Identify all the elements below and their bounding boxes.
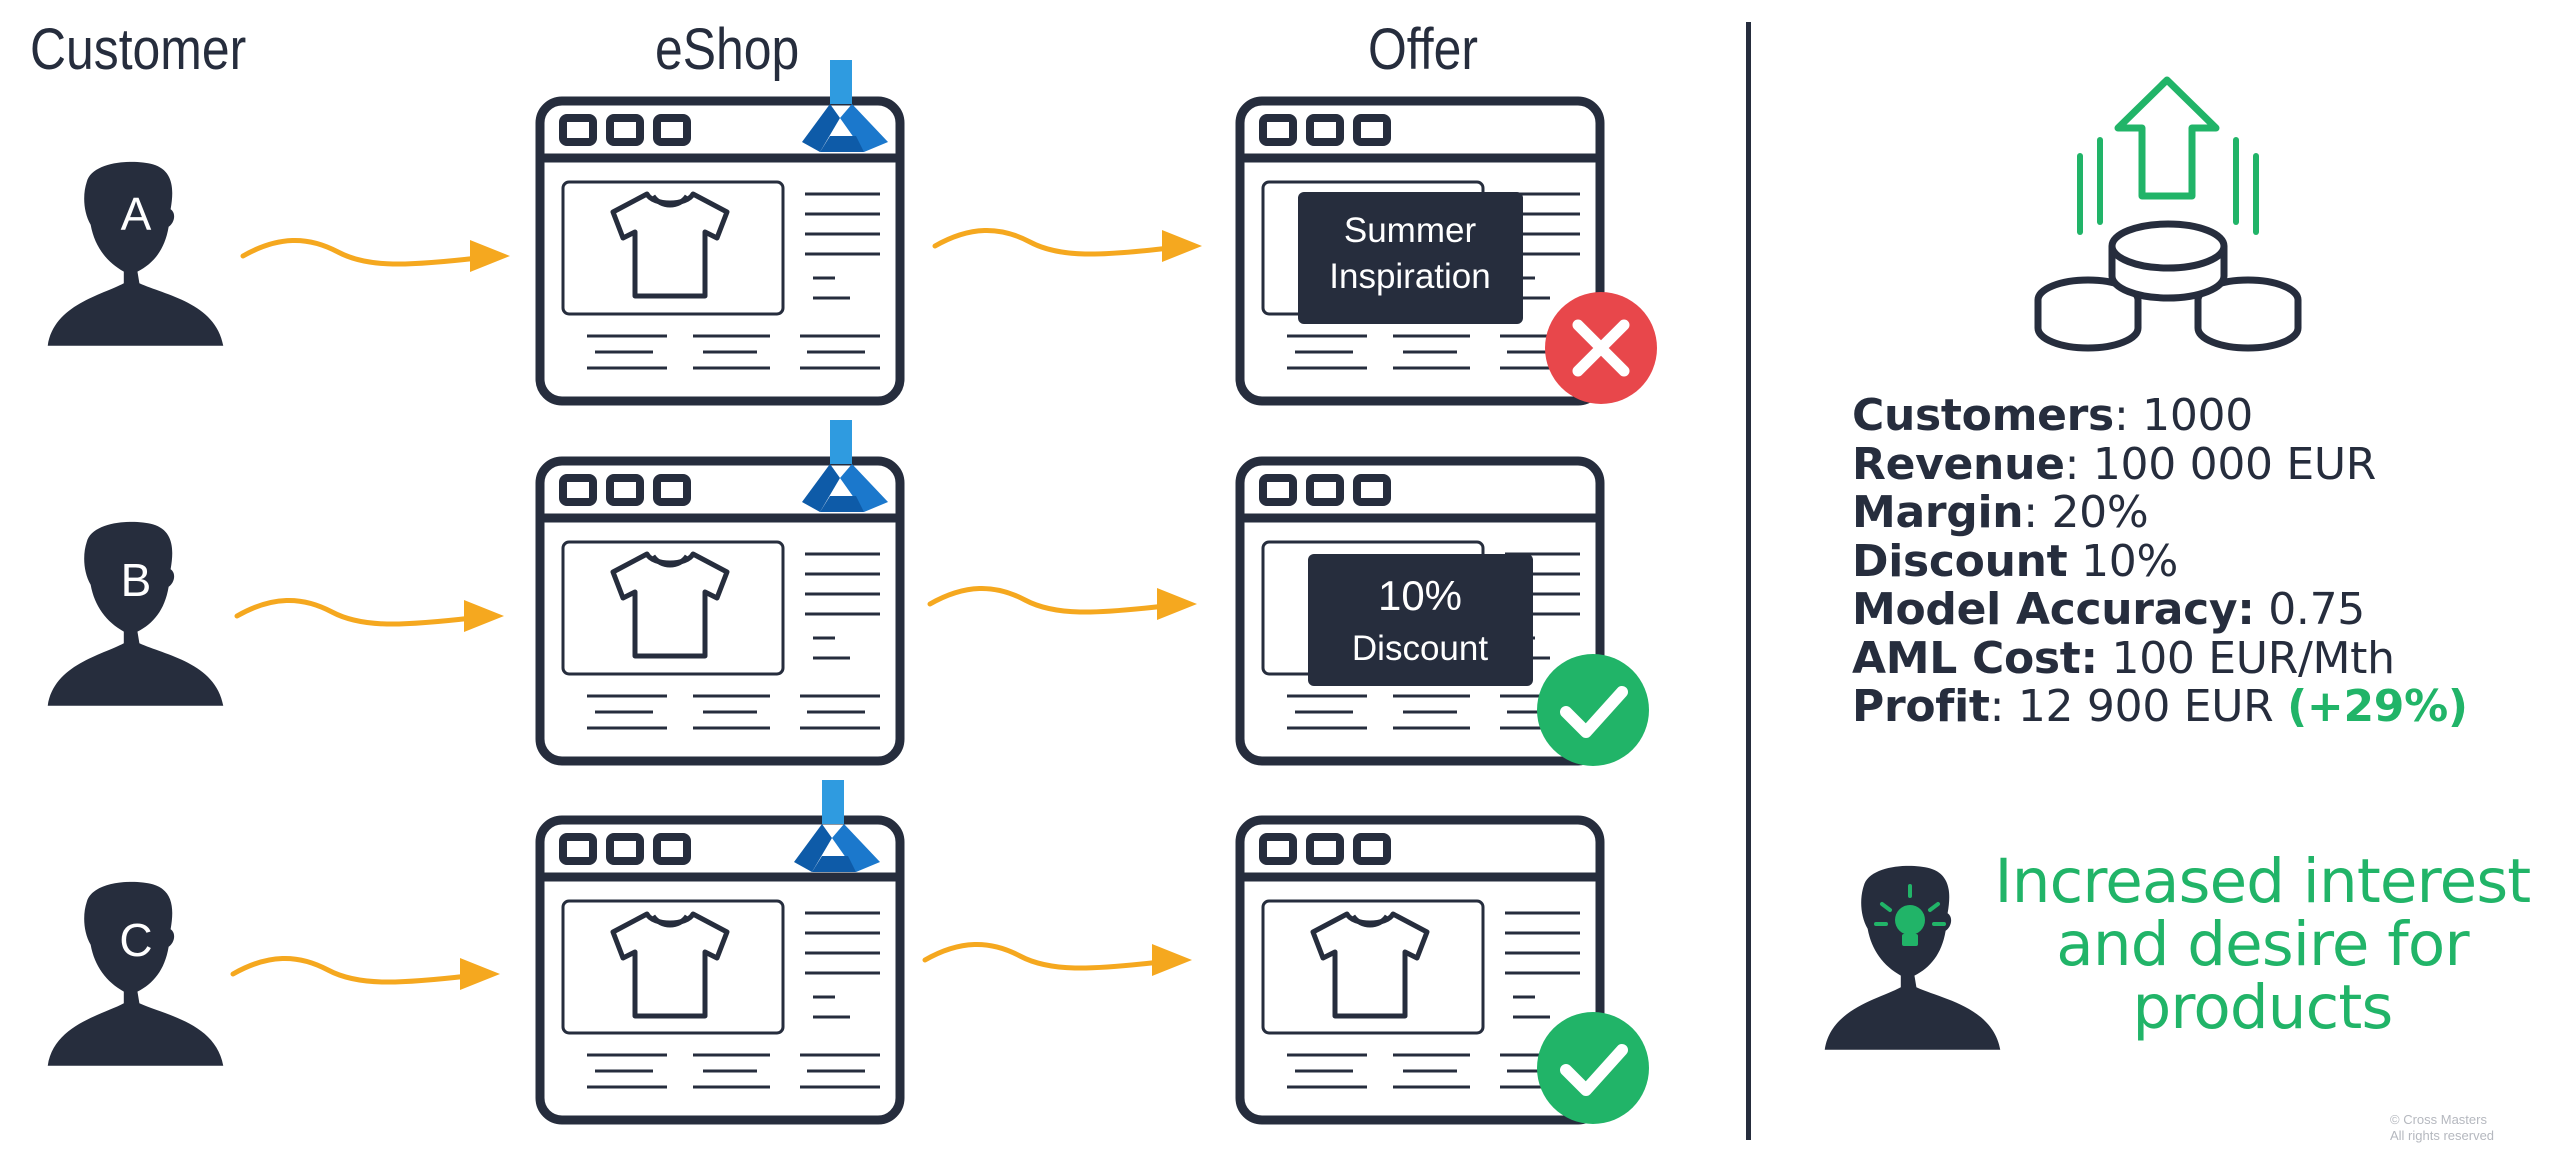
stat-accuracy-value: 0.75	[2254, 584, 2366, 635]
stat-discount-label: Discount	[1852, 535, 2068, 587]
red-x-circle-icon	[1545, 292, 1657, 404]
offer-popup-a-line2: Inspiration	[1329, 257, 1490, 296]
stat-revenue-value: : 100 000 EUR	[2064, 438, 2377, 490]
stat-aml-label: AML Cost:	[1852, 632, 2098, 684]
offer-popup-b-line2: Discount	[1352, 629, 1488, 668]
arrow-b-1	[237, 600, 504, 632]
arrow-c-2	[925, 944, 1192, 976]
customer-c-letter: C	[119, 914, 152, 966]
offer-popup-b-line1: 10%	[1378, 572, 1462, 619]
green-check-circle-icon	[1537, 654, 1649, 766]
row-b: B 10% Discount	[47, 420, 1649, 766]
stat-aml-value: 100 EUR/Mth	[2097, 632, 2395, 684]
copyright: © Cross Masters All rights reserved	[2390, 1112, 2494, 1144]
arrow-c-1	[233, 958, 500, 990]
lightbulb-person-icon	[1824, 865, 2001, 1050]
copyright-line2: All rights reserved	[2390, 1128, 2495, 1143]
offer-window-b: 10% Discount	[1240, 461, 1649, 766]
customer-c-icon	[47, 881, 224, 1066]
stat-margin-value: : 20%	[2023, 487, 2149, 538]
stat-customers-label: Customers	[1852, 390, 2114, 441]
green-check-circle-icon	[1537, 1012, 1649, 1124]
stat-profit-label: Profit	[1852, 681, 1990, 732]
tagline-line3: products	[2132, 972, 2394, 1043]
offer-popup-a-line1: Summer	[1344, 211, 1477, 250]
customer-b-letter: B	[121, 554, 152, 606]
stats-panel: Customers: 1000 Revenue: 100 000 EUR Mar…	[1852, 390, 2468, 732]
customer-b-icon	[47, 521, 224, 706]
header-offer: Offer	[1368, 17, 1478, 82]
stat-profit: Profit: 12 900 EUR (+29%)	[1852, 681, 2468, 732]
stat-revenue: Revenue: 100 000 EUR	[1852, 438, 2468, 490]
customer-a-letter: A	[121, 188, 152, 240]
eshop-window-b	[540, 420, 900, 761]
stat-accuracy-label: Model Accuracy:	[1852, 584, 2255, 635]
stat-profit-change: (+29%)	[2287, 681, 2468, 732]
stat-discount-value: 10%	[2067, 535, 2178, 587]
stat-discount: Discount 10%	[1852, 535, 2468, 587]
header-customer: Customer	[30, 17, 247, 82]
stat-profit-value: : 12 900 EUR	[1989, 681, 2288, 732]
tagline: Increased interest and desire for produc…	[1990, 850, 2535, 1039]
eshop-window-c	[540, 780, 900, 1120]
arrow-b-2	[930, 588, 1197, 620]
stat-customers-value: : 1000	[2113, 390, 2253, 441]
copyright-line1: © Cross Masters	[2390, 1112, 2487, 1127]
offer-popup-b	[1308, 554, 1533, 686]
offer-window-a: Summer Inspiration	[1240, 101, 1657, 404]
stat-aml-cost: AML Cost: 100 EUR/Mth	[1852, 632, 2468, 684]
row-c: C	[47, 780, 1649, 1124]
tagline-line2: and desire for	[2056, 909, 2469, 980]
arrow-a-2	[935, 230, 1202, 262]
header-eshop: eShop	[655, 17, 800, 82]
stat-margin-label: Margin	[1852, 487, 2024, 538]
offer-popup-a	[1298, 192, 1523, 324]
stat-customers: Customers: 1000	[1852, 390, 2468, 441]
eshop-window-a	[540, 60, 900, 401]
arrow-a-1	[243, 240, 510, 272]
stat-accuracy: Model Accuracy: 0.75	[1852, 584, 2468, 635]
stat-margin: Margin: 20%	[1852, 487, 2468, 538]
row-a: A Summer Inspiration	[47, 60, 1657, 404]
stat-revenue-label: Revenue	[1852, 438, 2065, 490]
offer-window-c	[1240, 820, 1649, 1124]
tagline-line1: Increased interest	[1994, 846, 2532, 917]
section-divider	[1746, 22, 1751, 1140]
coins-up-arrow-icon	[2034, 76, 2302, 352]
